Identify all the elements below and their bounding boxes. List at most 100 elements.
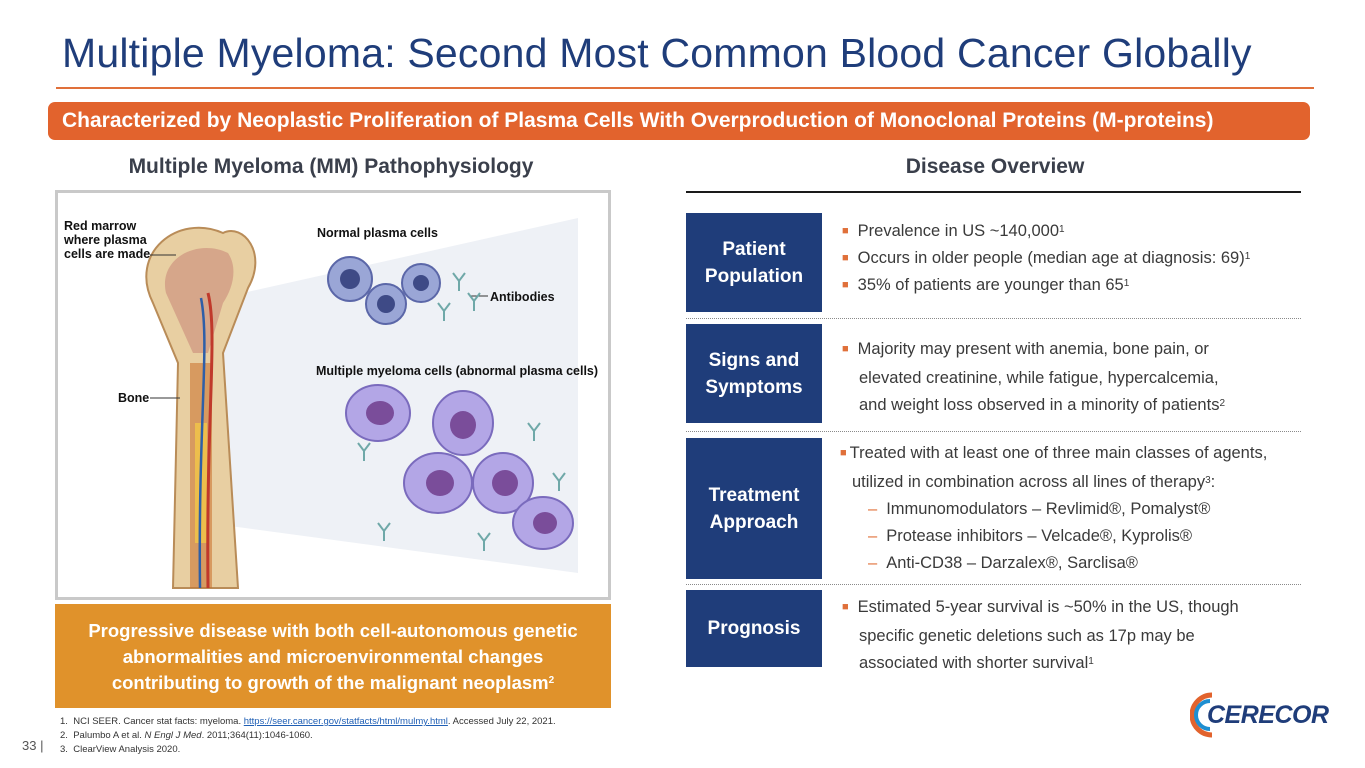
bone-label: Bone: [118, 391, 150, 405]
callout-superscript: 2: [548, 675, 555, 686]
bullet-line: specific genetic deletions such as 17p m…: [859, 627, 1195, 645]
normal-plasma-cells: [327, 256, 441, 325]
bullet-square-icon: ■: [842, 601, 849, 613]
antibody-glyphs: [357, 272, 566, 551]
category-label-line: Approach: [709, 511, 799, 533]
superscript: 1: [1244, 251, 1251, 262]
superscript: 1: [1123, 278, 1130, 289]
title-divider: [56, 87, 1314, 89]
bone-and-cells-drawing: [145, 218, 578, 589]
red-marrow: [164, 247, 234, 353]
dash-icon: –: [868, 527, 878, 545]
antibodies-label: Antibodies: [490, 290, 555, 304]
red-marrow-label-line: where plasma: [64, 233, 147, 247]
bullet-text: Occurs in older people (median age at di…: [857, 249, 1245, 267]
footnote-3: 3. ClearView Analysis 2020.: [60, 744, 180, 755]
bullet-prevalence: ■ Prevalence in US ~140,0001: [842, 218, 1065, 247]
myeloma-cells: [345, 384, 574, 550]
footnote-2: 2. Palumbo A et al. N Engl J Med. 2011;3…: [60, 730, 313, 741]
superscript: 3: [1205, 475, 1211, 486]
prognosis-label: Prognosis: [686, 590, 822, 667]
section-divider: [686, 584, 1301, 585]
cerecor-logo-text: CERECOR: [1207, 701, 1329, 729]
myeloma-cells-label: Multiple myeloma cells (abnormal plasma …: [316, 364, 599, 378]
vein: [198, 297, 206, 589]
page-number: 33 |: [22, 738, 44, 753]
footnote-text: . Accessed July 22, 2021.: [447, 716, 556, 727]
bullet-line: utilized in combination across all lines…: [840, 469, 1267, 496]
superscript: 2: [1219, 398, 1226, 409]
callout-line: Progressive disease with both cell-auton…: [88, 620, 578, 641]
bullet-text: :: [1210, 473, 1216, 491]
bullet-line: associated with shorter survival1: [842, 650, 1239, 677]
sub-bullet-anti-cd38: –Anti-CD38 – Darzalex®, Sarclisa®: [840, 550, 1267, 577]
bullet-treatment: ■Treated with at least one of three main…: [840, 440, 1267, 577]
bullet-younger-than-65: ■ 35% of patients are younger than 651: [842, 272, 1129, 301]
normal-plasma-cells-label: Normal plasma cells: [317, 226, 438, 240]
category-label-line: Patient: [722, 238, 786, 260]
bullet-text: associated with shorter survival: [859, 654, 1089, 672]
bullet-text: and weight loss observed in a minority o…: [859, 396, 1220, 414]
footnote-number: 3.: [60, 744, 68, 755]
bullet-median-age: ■ Occurs in older people (median age at d…: [842, 245, 1250, 274]
bullet-square-icon: ■: [840, 447, 847, 459]
footnote-1: 1. NCI SEER. Cancer stat facts: myeloma.…: [60, 716, 556, 727]
category-label-line: Treatment: [708, 484, 800, 506]
category-label-line: Signs and: [708, 349, 800, 371]
bullet-square-icon: ■: [842, 252, 849, 264]
footnote-text: NCI SEER. Cancer stat facts: myeloma.: [73, 716, 242, 727]
sub-bullet-text: Protease inhibitors – Velcade®, Kyprolis…: [886, 527, 1193, 545]
seer-link[interactable]: https://seer.cancer.gov/statfacts/html/m…: [243, 716, 448, 727]
red-marrow-label: Red marrow where plasma cells are made: [64, 219, 150, 261]
superscript: 1: [1059, 224, 1065, 235]
category-label-line: Symptoms: [705, 376, 803, 398]
bullet-line: ■ Majority may present with anemia, bone …: [842, 336, 1225, 365]
overview-divider: [686, 191, 1301, 193]
red-marrow-label-line: Red marrow: [64, 219, 137, 233]
bullet-text: Treated with at least one of three main …: [849, 444, 1268, 462]
bullet-square-icon: ■: [842, 225, 849, 237]
category-label-line: Population: [704, 265, 804, 287]
bullet-text: Prevalence in US ~140,000: [857, 222, 1059, 240]
footnote-number: 1.: [60, 716, 68, 727]
progressive-disease-callout: Progressive disease with both cell-auton…: [55, 604, 611, 708]
bullet-square-icon: ■: [842, 279, 849, 291]
pathophysiology-heading: Multiple Myeloma (MM) Pathophysiology: [128, 155, 534, 178]
footnote-text: Palumbo A et al.: [73, 730, 142, 741]
bullet-text: 35% of patients are younger than 65: [857, 276, 1124, 294]
bullet-signs: ■ Majority may present with anemia, bone …: [842, 336, 1225, 419]
section-divider: [686, 431, 1301, 432]
cerecor-logo-icon: [1190, 692, 1213, 738]
journal-name: N Engl J Med: [144, 730, 202, 741]
myeloma-illustration: Red marrow where plasma cells are made B…: [55, 190, 611, 600]
sub-bullet-protease-inhibitors: –Protease inhibitors – Velcade®, Kyproli…: [840, 523, 1267, 550]
footnote-text: . 2011;364(11):1046-1060.: [201, 730, 313, 741]
footnote-number: 2.: [60, 730, 68, 741]
disease-overview-heading: Disease Overview: [905, 155, 1085, 178]
bullet-line: and weight loss observed in a minority o…: [842, 392, 1225, 419]
bullet-prognosis: ■ Estimated 5-year survival is ~50% in th…: [842, 594, 1239, 677]
bullet-text: Majority may present with anemia, bone p…: [857, 340, 1209, 358]
sub-bullet-text: Immunomodulators – Revlimid®, Pomalyst®: [886, 500, 1211, 518]
bullet-text: utilized in combination across all lines…: [852, 473, 1206, 491]
bullet-text: Estimated 5-year survival is ~50% in the…: [857, 598, 1239, 616]
bullet-line: ■Treated with at least one of three main…: [840, 440, 1267, 469]
sub-bullet-text: Anti-CD38 – Darzalex®, Sarclisa®: [886, 554, 1138, 572]
superscript: 1: [1088, 656, 1094, 667]
red-marrow-label-line: cells are made: [64, 247, 151, 261]
bullet-line: ■ Estimated 5-year survival is ~50% in th…: [842, 594, 1239, 623]
subtitle-banner: Characterized by Neoplastic Proliferatio…: [48, 102, 1310, 140]
dash-icon: –: [868, 500, 878, 518]
slide-title: Multiple Myeloma: Second Most Common Blo…: [62, 30, 1252, 76]
callout-line: abnormalities and microenvironmental cha…: [122, 646, 544, 667]
section-divider: [686, 318, 1301, 319]
artery: [206, 292, 214, 589]
bullet-line: elevated creatinine, while fatigue, hype…: [859, 369, 1219, 387]
bullet-square-icon: ■: [842, 343, 849, 355]
footnote-text: ClearView Analysis 2020.: [73, 744, 181, 755]
callout-line: contributing to growth of the malignant …: [55, 670, 611, 696]
sub-bullet-immunomodulators: –Immunomodulators – Revlimid®, Pomalyst®: [840, 496, 1267, 523]
